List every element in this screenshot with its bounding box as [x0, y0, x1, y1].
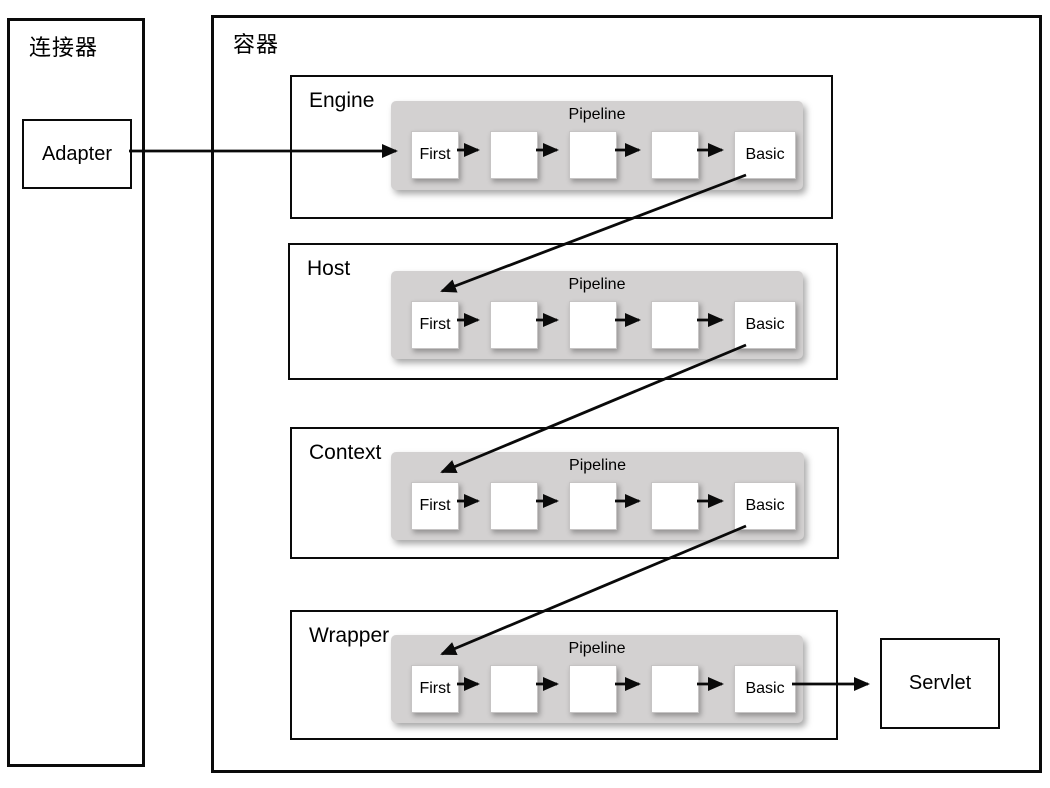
engine-label: Engine — [309, 89, 375, 112]
engine-pipeline: Pipeline First Basic — [391, 101, 803, 190]
context-valve-empty — [490, 482, 538, 530]
host-valve-empty — [569, 301, 617, 349]
wrapper-valve-first: First — [411, 665, 459, 713]
wrapper-valve-empty — [569, 665, 617, 713]
adapter-box: Adapter — [22, 119, 132, 189]
container-box: 容器 Engine Pipeline First Basic Host Pipe… — [211, 15, 1042, 773]
servlet-label: Servlet — [908, 672, 972, 694]
host-pipeline: Pipeline First Basic — [391, 271, 803, 359]
engine-valve-first: First — [411, 131, 459, 179]
pipeline-label: Pipeline — [568, 276, 626, 293]
context-valve-basic: Basic — [734, 482, 796, 530]
host-box: Host Pipeline First Basic — [288, 243, 838, 380]
context-valve-empty — [651, 482, 699, 530]
wrapper-label: Wrapper — [309, 624, 390, 647]
context-pipeline: Pipeline First Basic — [391, 452, 804, 540]
connector-label: 连接器 — [29, 35, 99, 60]
context-valve-empty — [569, 482, 617, 530]
host-valve-first: First — [411, 301, 459, 349]
wrapper-valve-basic: Basic — [734, 665, 796, 713]
wrapper-valve-empty — [490, 665, 538, 713]
engine-valve-empty — [651, 131, 699, 179]
context-valve-first: First — [411, 482, 459, 530]
pipeline-label: Pipeline — [568, 640, 626, 657]
wrapper-box: Wrapper Pipeline First Basic — [290, 610, 838, 740]
pipeline-label: Pipeline — [568, 106, 626, 123]
host-valve-basic: Basic — [734, 301, 796, 349]
context-box: Context Pipeline First Basic — [290, 427, 839, 559]
wrapper-valve-empty — [651, 665, 699, 713]
servlet-box: Servlet — [880, 638, 1000, 729]
host-label: Host — [307, 257, 351, 280]
engine-box: Engine Pipeline First Basic — [290, 75, 833, 219]
container-label: 容器 — [233, 32, 280, 57]
pipeline-label: Pipeline — [569, 457, 626, 474]
adapter-label: Adapter — [41, 142, 113, 165]
engine-valve-empty — [569, 131, 617, 179]
engine-valve-empty — [490, 131, 538, 179]
context-label: Context — [309, 441, 382, 464]
connector-box: 连接器 Adapter — [7, 18, 145, 767]
engine-valve-basic: Basic — [734, 131, 796, 179]
host-valve-empty — [651, 301, 699, 349]
host-valve-empty — [490, 301, 538, 349]
wrapper-pipeline: Pipeline First Basic — [391, 635, 803, 723]
